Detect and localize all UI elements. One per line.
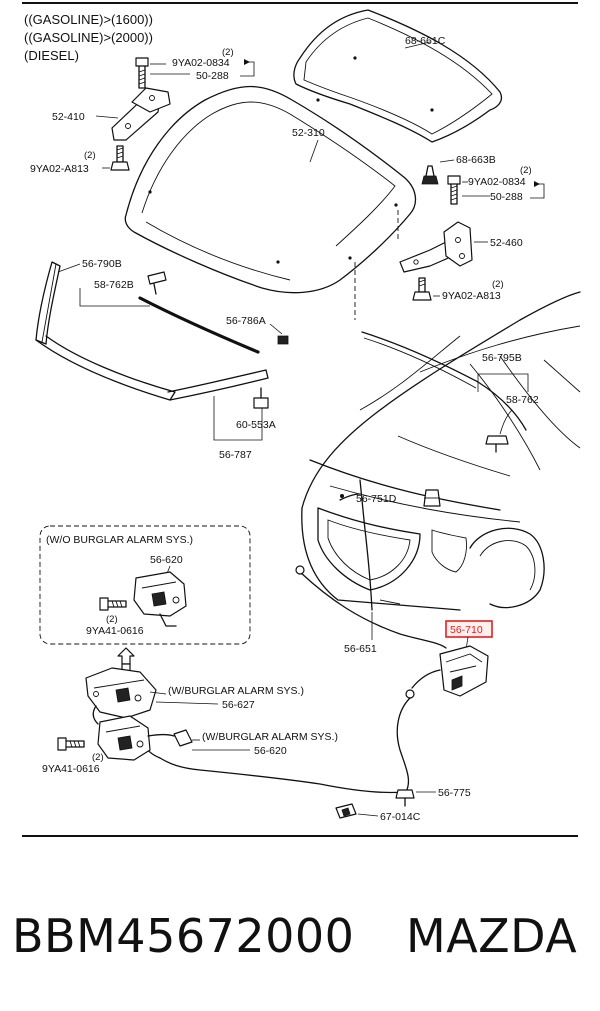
label-52-310: 52-310: [292, 127, 325, 139]
label-56-775: 56-775: [438, 787, 471, 799]
qty-c: (2): [520, 165, 532, 176]
bolt-9YA02-A813-right: [412, 277, 440, 301]
clip-58-762: [485, 409, 513, 453]
bolt-9YA02-0834-left: [135, 57, 190, 89]
label-56-620-a: 56-620: [150, 554, 183, 566]
label-56-620-b: 56-620: [254, 745, 287, 757]
right-hinge-52-460: [399, 221, 488, 273]
label-56-651: 56-651: [344, 643, 377, 655]
label-58-762B: 58-762B: [94, 279, 134, 291]
label-9YA02-0834-b: 9YA02-0834: [468, 176, 526, 188]
latch-56-620-wo: [133, 571, 187, 627]
bracket-58-762B: [79, 288, 150, 307]
label-52-410: 52-410: [52, 111, 85, 123]
label-58-762: 58-762: [506, 394, 539, 406]
stay-56-751D-lead: [339, 493, 361, 501]
dot-56-751D: [340, 494, 344, 498]
bolt-9YA41-0616-a: [99, 597, 127, 611]
qty-e: (2): [106, 614, 118, 625]
label-56-787: 56-787: [219, 449, 252, 461]
label-9YA02-0834-a: 9YA02-0834: [172, 57, 230, 69]
stopper-56-751D: [423, 489, 441, 507]
label-56-786A: 56-786A: [226, 315, 266, 327]
qty-f: (2): [92, 752, 104, 763]
lead-56-790B: [57, 263, 81, 273]
release-cable-56-651: [295, 565, 447, 649]
bolt-9YA02-0834-right: [447, 175, 490, 205]
label-68-663B: 68-663B: [456, 154, 496, 166]
seal-56-795B: [361, 331, 527, 431]
label-50-288-a: 50-288: [196, 70, 229, 82]
qty-a: (2): [222, 47, 234, 58]
label-w-alarm-a: (W/BURGLAR ALARM SYS.): [168, 685, 304, 697]
label-56-795B: 56-795B: [482, 352, 522, 364]
label-9YA41-0616-a: 9YA41-0616: [86, 625, 144, 637]
lead-56-627: [155, 701, 219, 705]
label-w-alarm-b: (W/BURGLAR ALARM SYS.): [202, 731, 338, 743]
clip-67-014C: [335, 803, 379, 819]
header-line-1: ((GASOLINE)>(1600)): [24, 12, 153, 27]
bracket-a: [240, 61, 255, 77]
bolt-9YA02-A813-left: [102, 145, 130, 171]
brand-name: MAZDA: [406, 909, 577, 963]
bolt-9YA41-0616-b: [57, 737, 85, 751]
label-9YA02-A813-a: 9YA02-A813: [30, 163, 89, 175]
label-56-627: 56-627: [222, 699, 255, 711]
latch-56-627: [85, 667, 157, 719]
clip-68-663B: [421, 159, 455, 185]
bracket-56-795B: [477, 373, 529, 392]
label-56-751D: 56-751D: [356, 493, 397, 505]
hood-insulator-68-661C: [293, 9, 503, 143]
arrow-c: [534, 181, 540, 187]
label-67-014C: 67-014C: [380, 811, 421, 823]
seal-strip: [138, 296, 260, 354]
qty-d: (2): [492, 279, 504, 290]
label-9YA41-0616-b: 9YA41-0616: [42, 763, 100, 775]
clip-58-762B: [147, 271, 167, 295]
alarm-switch-connector: [147, 729, 193, 747]
label-50-288-b: 50-288: [490, 191, 523, 203]
part-number: BBM45672000: [12, 909, 354, 963]
bracket-c: [530, 183, 545, 199]
label-56-710: 56-710: [450, 624, 483, 636]
highlight-56-710: [445, 620, 493, 638]
label-52-460: 52-460: [490, 237, 523, 249]
label-68-661C: 68-661C: [405, 35, 446, 47]
label-wo-alarm: (W/O BURGLAR ALARM SYS.): [46, 534, 193, 546]
latch-56-620-w: [92, 705, 151, 761]
header-line-3: (DIESEL): [24, 48, 79, 63]
clip-56-786A: [269, 323, 289, 345]
hood-52-310: [124, 85, 417, 320]
arrow-a: [244, 59, 250, 65]
lock-assembly-56-710: [405, 645, 489, 699]
seal-56-790B: [35, 261, 269, 401]
header-line-2: ((GASOLINE)>(2000)): [24, 30, 153, 45]
label-60-553A: 60-553A: [236, 419, 276, 431]
label-9YA02-A813-b: 9YA02-A813: [442, 290, 501, 302]
hood-strip-56-651: [359, 479, 373, 611]
left-hinge-52-410: [95, 87, 171, 141]
label-56-790B: 56-790B: [82, 258, 122, 270]
clip-56-775: [395, 789, 436, 807]
lead-w-alarm-a: [149, 691, 167, 695]
qty-b: (2): [84, 150, 96, 161]
car-front-body: [301, 291, 581, 611]
clip-60-553A: [253, 387, 269, 409]
bracket-56-787: [213, 396, 263, 441]
